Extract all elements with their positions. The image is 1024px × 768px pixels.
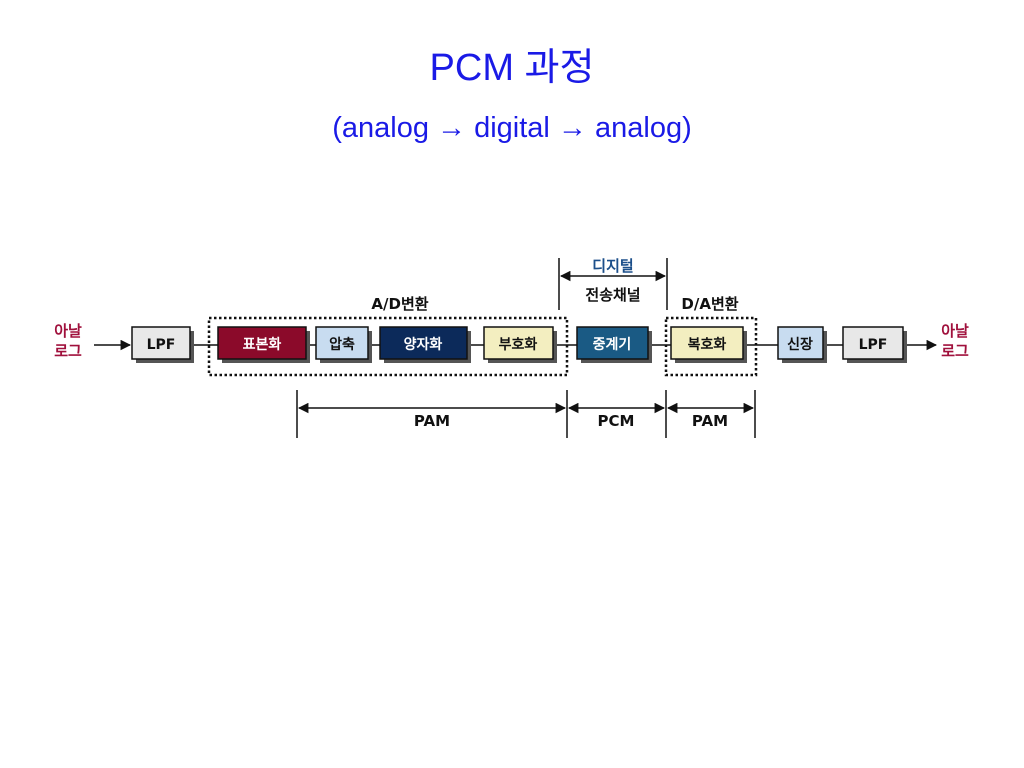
block-quantization-label: 양자화 (404, 337, 443, 353)
block-encoding: 부호화 (483, 326, 557, 363)
block-encoding-label: 부호화 (499, 337, 538, 353)
ad-conversion-label: A/D변환 (371, 295, 428, 313)
analog-output-label-line2: 로그 (941, 342, 969, 360)
span-label-pam-right: PAM (692, 412, 728, 430)
span-label-pam-left: PAM (414, 412, 450, 430)
slide-subtitle: (analog → digital → analog) (332, 112, 692, 144)
block-lpf-in-label: LPF (147, 337, 176, 353)
transmission-channel-label: 전송채널 (585, 286, 640, 304)
block-expansion: 신장 (777, 326, 827, 363)
analog-input-label-line2: 로그 (54, 342, 82, 360)
block-sampling-label: 표본화 (243, 337, 282, 353)
block-expansion-label: 신장 (787, 336, 813, 353)
block-lpf-out: LPF (842, 326, 907, 363)
block-lpf-in: LPF (131, 326, 194, 363)
slide-title: PCM 과정 (429, 47, 595, 89)
da-conversion-label: D/A변환 (681, 295, 738, 313)
block-compression-label: 압축 (329, 337, 355, 353)
da-conversion-group (664, 316, 758, 377)
span-label-pcm: PCM (598, 412, 635, 430)
block-decoding: 복호화 (670, 326, 747, 363)
digital-label: 디지털 (592, 257, 633, 275)
signal-span-arrows (296, 390, 756, 438)
ad-conversion-group (207, 316, 569, 377)
analog-input-label-line1: 아날 (54, 322, 82, 340)
block-compression: 압축 (315, 326, 372, 363)
block-sampling: 표본화 (217, 326, 310, 363)
block-lpf-out-label: LPF (859, 337, 888, 353)
block-repeater: 중계기 (576, 326, 652, 363)
digital-channel-bracket (558, 258, 668, 310)
block-quantization: 양자화 (379, 326, 471, 363)
block-repeater-label: 중계기 (593, 337, 632, 353)
block-decoding-label: 복호화 (688, 337, 727, 353)
analog-output-label-line1: 아날 (941, 322, 969, 340)
